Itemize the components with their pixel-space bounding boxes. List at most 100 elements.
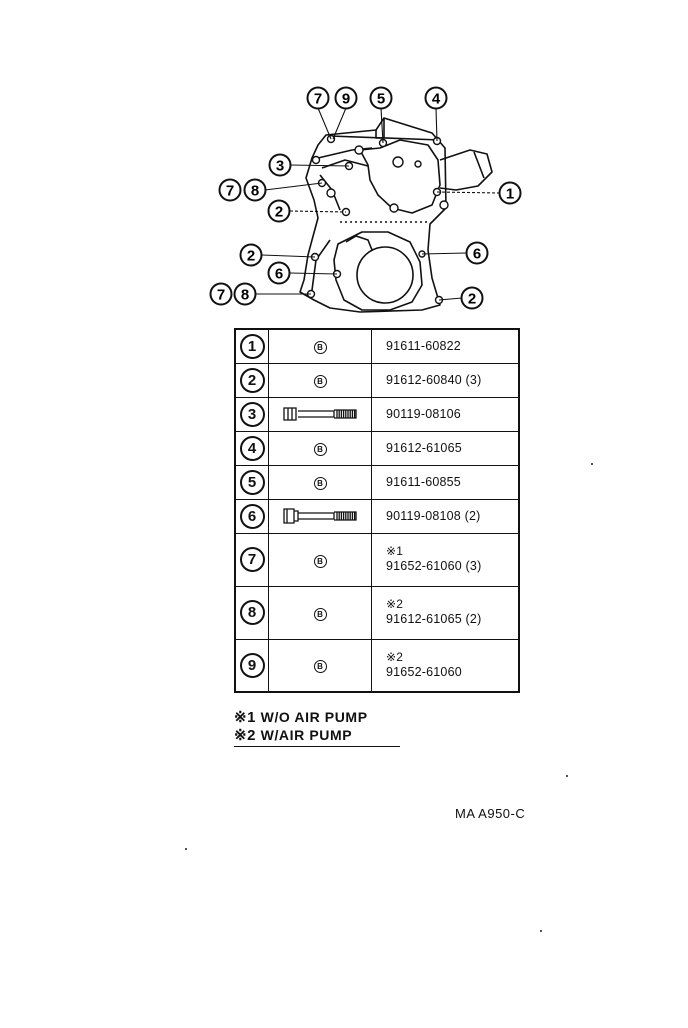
parts-row: 3 90119-08106 (234, 396, 520, 432)
svg-text:3: 3 (276, 158, 284, 175)
callout-4: 4 (424, 86, 448, 110)
part-number: 91612-61065 (386, 441, 462, 455)
part-number: 91652-61060 (3) (386, 559, 482, 573)
fastener-symbol-cell: B (268, 585, 372, 640)
fastener-symbol-cell: B (268, 464, 372, 500)
bolt-b-icon: B (313, 375, 327, 388)
callout-8: 8 (233, 282, 257, 306)
applicability-note: ※2 (386, 649, 404, 664)
cover-top-rail (329, 135, 441, 141)
diagram-callouts: 7 9 5 4 3 7 8 1 2 2 6 6 7 8 2 (209, 86, 522, 310)
fastener-symbol-cell: B (268, 638, 372, 693)
ref-number: 6 (239, 503, 265, 529)
ref-number: 9 (239, 652, 265, 678)
footnote-1: ※1 W/O AIR PUMP (234, 708, 400, 726)
ref-number: 8 (239, 600, 265, 625)
hex-bolt-icon (283, 407, 357, 421)
note-mark: ※2 (234, 727, 257, 744)
callout-1: 1 (498, 181, 522, 205)
ref-number-cell: 3 (234, 396, 269, 432)
fastener-symbol-cell: B (268, 532, 372, 587)
flange-bolt-icon (283, 508, 357, 524)
callout-9: 9 (334, 86, 358, 110)
footnotes: ※1 W/O AIR PUMP ※2 W/AIR PUMP (234, 708, 400, 747)
ref-number: 4 (239, 435, 265, 461)
callout-6: 6 (465, 241, 489, 265)
scan-speck (591, 463, 593, 465)
parts-row: 5 B 91611-60855 (234, 464, 520, 500)
svg-text:2: 2 (275, 204, 283, 221)
part-number-cell: 90119-08106 (371, 396, 520, 432)
note-text: W/AIR PUMP (260, 727, 353, 743)
ref-number-cell: 6 (234, 498, 269, 534)
fastener-symbol-cell: B (268, 430, 372, 466)
svg-text:9: 9 (342, 91, 350, 108)
bolt-b-icon: B (313, 341, 327, 355)
illustration-code: MA A950-C (455, 806, 526, 821)
svg-text:7: 7 (217, 287, 225, 304)
part-number-cell: 91611-60855 (371, 464, 520, 500)
callout-2: 2 (239, 243, 263, 267)
svg-text:8: 8 (241, 287, 249, 304)
crank-housing (333, 231, 423, 311)
parts-row: 1 B 91611-60822 (234, 328, 520, 364)
svg-text:1: 1 (506, 186, 514, 203)
part-number: 91612-60840 (3) (386, 373, 482, 387)
ref-number-cell: 7 (234, 532, 269, 587)
ref-number-cell: 5 (234, 464, 269, 500)
crankshaft-seal-opening (356, 246, 414, 304)
svg-text:5: 5 (377, 91, 385, 108)
svg-text:2: 2 (247, 248, 255, 265)
part-number-cell: 91612-60840 (3) (371, 362, 520, 398)
part-number-cell: 91611-60822 (371, 328, 520, 364)
ref-number-cell: 8 (234, 585, 269, 640)
callout-3: 3 (268, 153, 292, 177)
applicability-note: ※2 (386, 597, 404, 611)
fastener-symbol-cell: B (268, 328, 372, 364)
svg-text:6: 6 (473, 246, 481, 263)
ref-number: 5 (239, 469, 265, 495)
callout-8: 8 (243, 178, 267, 202)
callout-6: 6 (267, 261, 291, 285)
part-number: 91611-60855 (386, 475, 461, 489)
ref-number: 2 (239, 367, 265, 393)
svg-text:7: 7 (314, 91, 322, 108)
part-number: 90119-08106 (386, 407, 461, 421)
scan-speck (185, 848, 187, 850)
timing-cover-outline (299, 117, 447, 313)
note-mark: ※1 (234, 709, 257, 726)
part-number: 91611-60822 (386, 339, 461, 354)
fastener-symbol-cell (268, 498, 372, 534)
scan-speck (566, 775, 568, 777)
ref-number-cell: 9 (234, 638, 269, 693)
ref-number-cell: 4 (234, 430, 269, 466)
ref-number: 7 (239, 547, 265, 572)
footnote-2: ※2 W/AIR PUMP (234, 726, 400, 744)
svg-text:2: 2 (468, 291, 476, 308)
bolt-b-icon: B (313, 607, 327, 621)
callout-7: 7 (218, 178, 242, 202)
water-pump-housing (359, 139, 441, 214)
bolt-b-icon: B (313, 660, 327, 674)
svg-text:4: 4 (432, 91, 441, 108)
bolt-b-icon: B (313, 477, 327, 490)
scan-speck (540, 930, 542, 932)
svg-text:7: 7 (226, 183, 234, 200)
ref-number: 1 (239, 333, 265, 359)
fastener-symbol-cell (268, 396, 372, 432)
svg-text:8: 8 (251, 183, 259, 200)
callout-2: 2 (267, 199, 291, 223)
callout-5: 5 (369, 86, 393, 110)
part-number-cell: 91612-61065 (371, 430, 520, 466)
parts-row: 2 B 91612-60840 (3) (234, 362, 520, 398)
callout-7: 7 (306, 86, 330, 110)
